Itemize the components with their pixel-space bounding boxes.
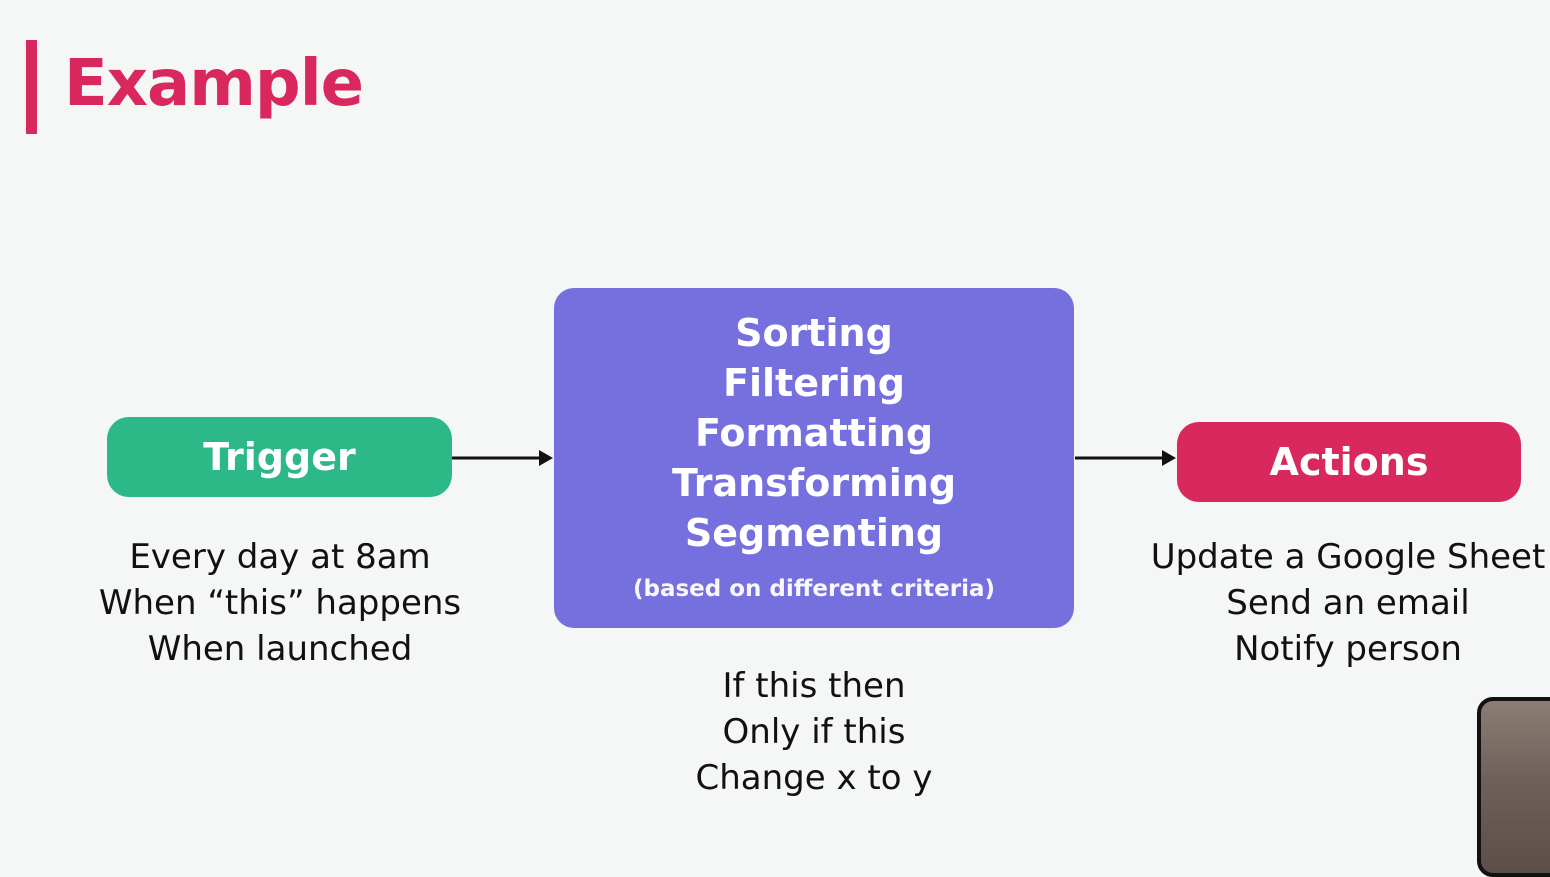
- flow-arrows: [452, 450, 1176, 466]
- process-step: Filtering: [723, 361, 905, 405]
- process-step: Formatting: [694, 411, 934, 455]
- process-example: If this then: [722, 666, 906, 706]
- process-step: Transforming: [671, 461, 957, 505]
- process-example: Only if this: [722, 712, 906, 752]
- webcam-overlay: [1477, 697, 1550, 877]
- actions-example: Update a Google Sheet: [1150, 537, 1546, 577]
- process-box: Sorting Filtering Formatting Transformin…: [554, 288, 1074, 628]
- process-examples: If this then Only if this Change x to y: [614, 663, 1014, 801]
- trigger-example: Every day at 8am: [129, 537, 431, 577]
- trigger-examples: Every day at 8am When “this” happens Whe…: [80, 534, 480, 672]
- page-title: Example: [64, 47, 364, 121]
- process-example: Change x to y: [695, 758, 933, 798]
- trigger-example: When launched: [147, 629, 413, 669]
- arrow-trigger-to-process: [452, 450, 553, 466]
- trigger-example: When “this” happens: [98, 583, 462, 623]
- process-steps: Sorting Filtering Formatting Transformin…: [554, 308, 1074, 558]
- process-note: (based on different criteria): [632, 576, 996, 602]
- trigger-label: Trigger: [203, 435, 356, 479]
- arrow-process-to-actions: [1075, 450, 1176, 466]
- actions-box: Actions: [1177, 422, 1521, 502]
- actions-examples: Update a Google Sheet Send an email Noti…: [1130, 534, 1550, 672]
- process-step: Segmenting: [684, 511, 944, 555]
- process-step: Sorting: [735, 311, 893, 355]
- title-accent-bar: [26, 40, 37, 134]
- actions-example: Send an email: [1226, 583, 1470, 623]
- actions-label: Actions: [1269, 440, 1429, 484]
- actions-example: Notify person: [1234, 629, 1462, 669]
- trigger-box: Trigger: [107, 417, 452, 497]
